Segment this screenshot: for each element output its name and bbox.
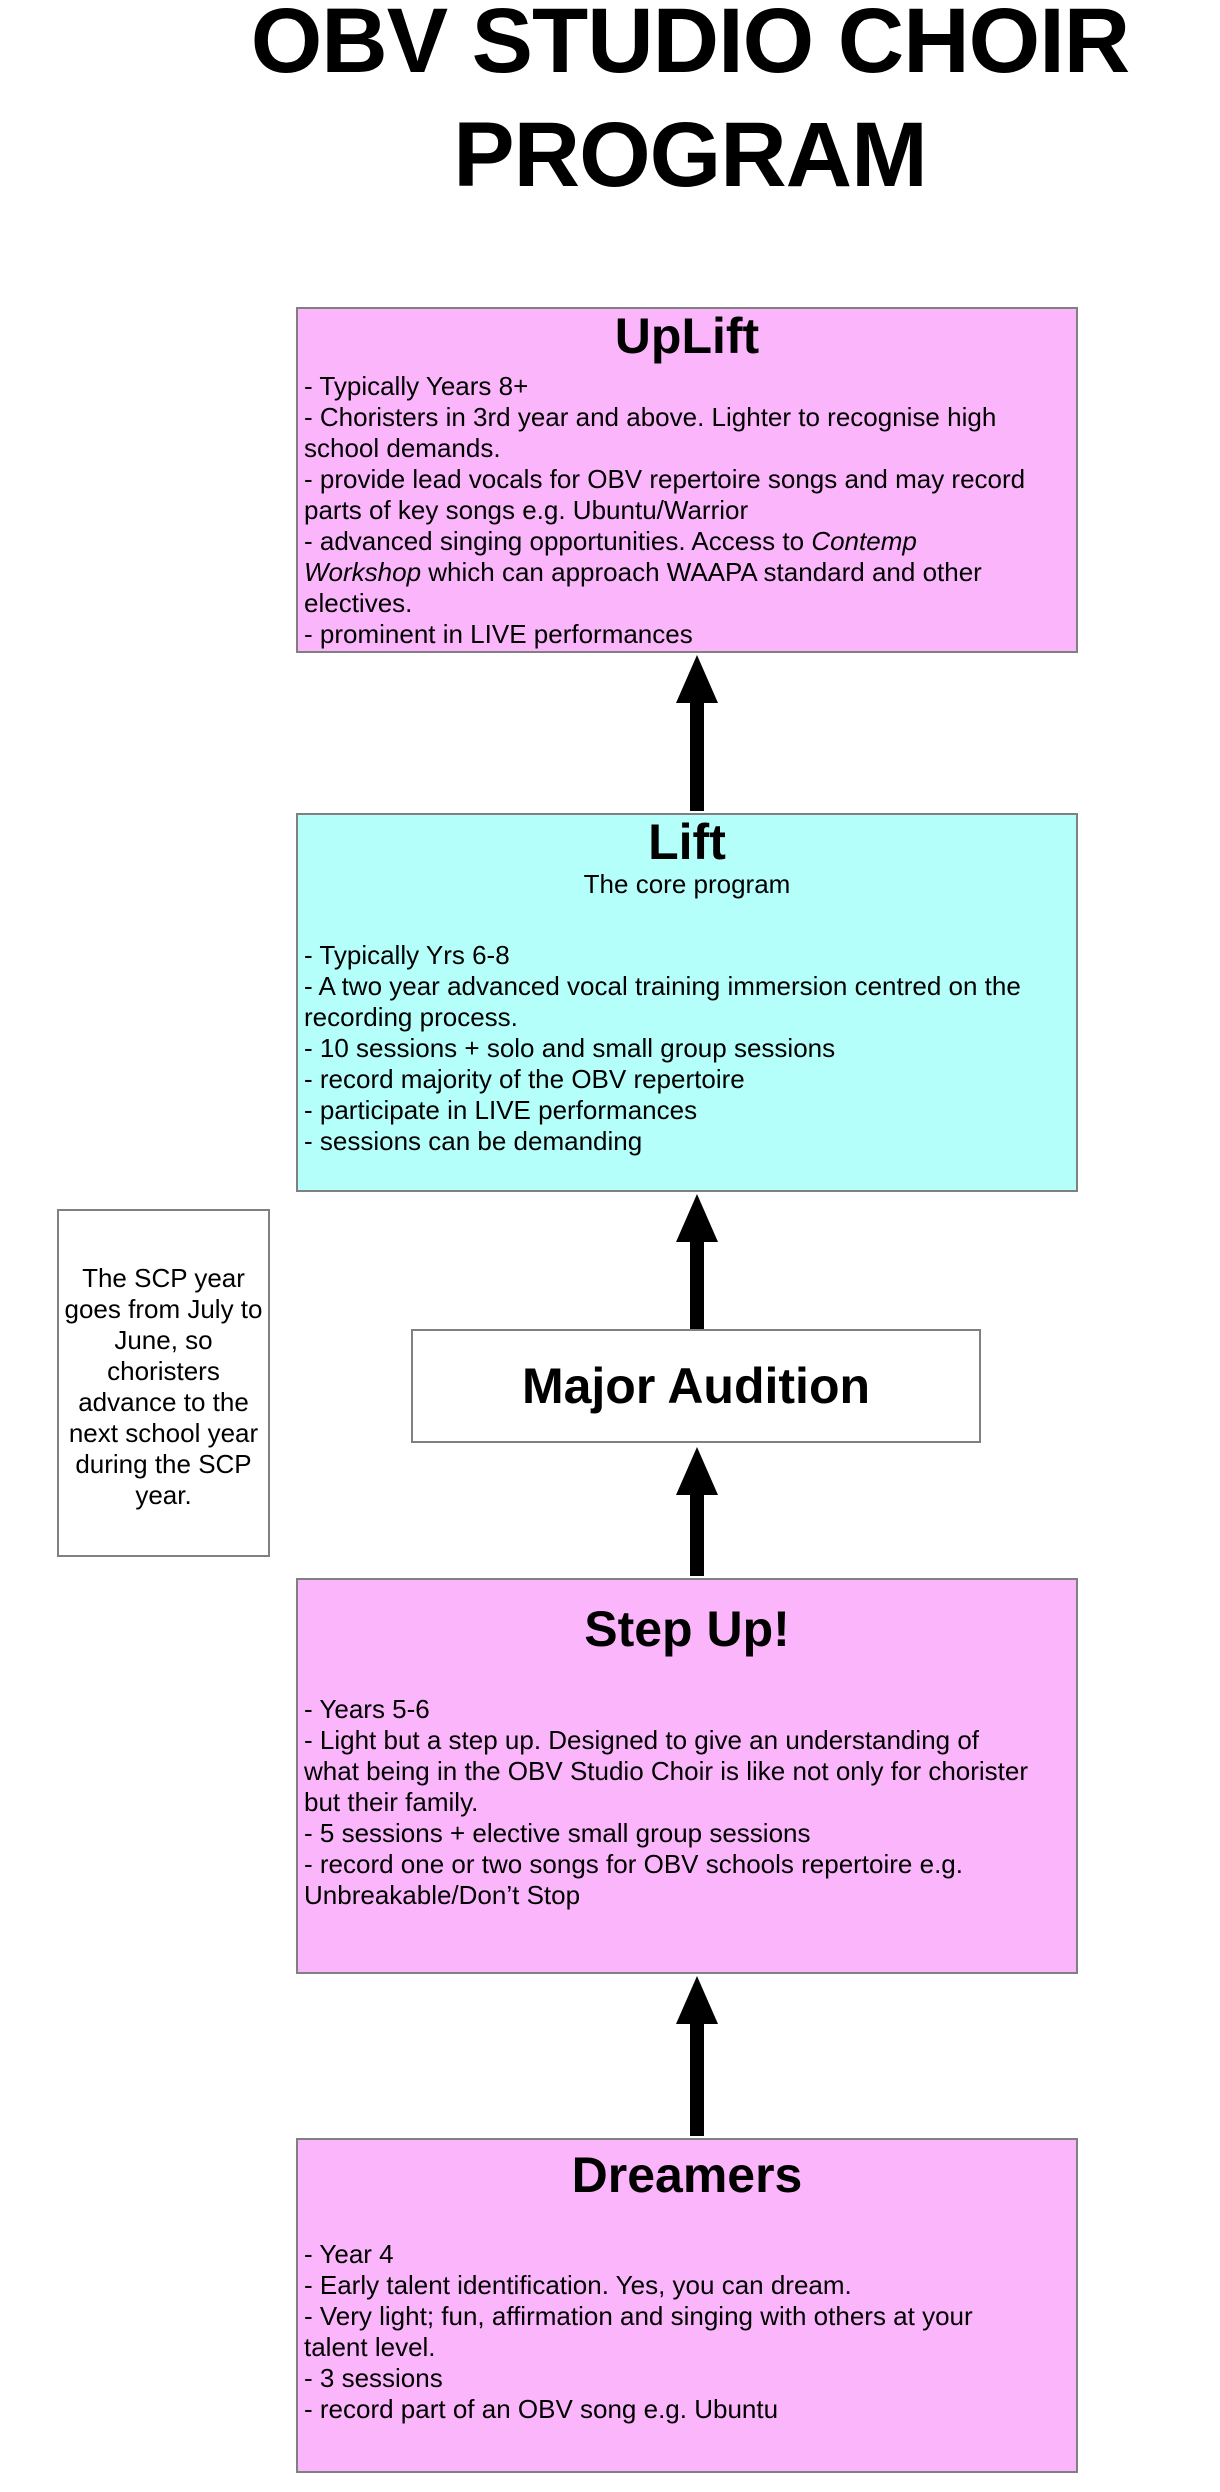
uplift-advanced-italic: Contemp Workshop	[304, 526, 917, 587]
lift-subtitle: The core program	[583, 869, 791, 899]
step-up-box: Step Up! - Years 5-6 - Light but a step …	[296, 1578, 1078, 1974]
uplift-advanced-suffix: which can approach WAAPA standard and ot…	[304, 557, 982, 618]
lift-bullet: - 10 sessions + solo and small group ses…	[304, 1033, 836, 1063]
page-title-line1: OBV STUDIO CHOIR	[250, 0, 1130, 92]
lift-box: Lift The core program - Typically Yrs 6-…	[296, 813, 1078, 1192]
step-up-bullet: - Years 5-6	[304, 1694, 430, 1724]
dreamers-bullet: - Year 4	[304, 2239, 394, 2269]
step-up-bullets: - Years 5-6 - Light but a step up. Desig…	[298, 1694, 1076, 1911]
dreamers-box: Dreamers - Year 4 - Early talent identif…	[296, 2138, 1078, 2473]
uplift-bullet: - provide lead vocals for OBV repertoire…	[304, 464, 1026, 525]
step-up-title: Step Up!	[584, 1601, 790, 1657]
step-up-bullet: - 5 sessions + elective small group sess…	[304, 1818, 811, 1848]
lift-bullet: - record majority of the OBV repertoire	[304, 1064, 745, 1094]
arrow-head	[676, 1447, 718, 1495]
uplift-bullet: - Typically Years 8+	[304, 371, 529, 401]
lift-bullet: - sessions can be demanding	[304, 1126, 643, 1156]
lift-title: Lift	[648, 814, 726, 870]
up-arrow-icon	[676, 1194, 718, 1329]
step-up-bullet: - record one or two songs for OBV school…	[304, 1849, 963, 1910]
uplift-advanced-prefix: - advanced singing opportunities. Access…	[304, 526, 812, 556]
arrow-shaft	[690, 2024, 704, 2136]
dreamers-bullet: - Early talent identification. Yes, you …	[304, 2270, 852, 2300]
uplift-bullet: - prominent in LIVE performances	[304, 619, 693, 649]
lift-bullet: - A two year advanced vocal training imm…	[304, 971, 1021, 1032]
arrow-shaft	[690, 1495, 704, 1576]
dreamers-title: Dreamers	[571, 2147, 803, 2203]
major-audition-box: Major Audition	[411, 1329, 981, 1443]
dreamers-bullet: - 3 sessions	[304, 2363, 443, 2393]
uplift-box: UpLift - Typically Years 8+ - Choristers…	[296, 307, 1078, 653]
major-audition-title: Major Audition	[521, 1358, 871, 1414]
arrow-head	[676, 1976, 718, 2024]
uplift-title: UpLift	[614, 308, 760, 364]
step-up-bullet: - Light but a step up. Designed to give …	[304, 1725, 1029, 1817]
up-arrow-icon	[676, 1976, 718, 2136]
page-title: OBV STUDIO CHOIR PROGRAM	[140, 0, 1220, 212]
lift-bullet: - participate in LIVE performances	[304, 1095, 698, 1125]
dreamers-bullet: - Very light; fun, affirmation and singi…	[304, 2301, 973, 2362]
arrow-shaft	[690, 703, 704, 811]
arrow-shaft	[690, 1242, 704, 1329]
page-title-line2: PROGRAM	[453, 104, 927, 206]
uplift-bullets: - Typically Years 8+ - Choristers in 3rd…	[298, 371, 1076, 650]
up-arrow-icon	[676, 655, 718, 811]
dreamers-bullet: - record part of an OBV song e.g. Ubuntu	[304, 2394, 779, 2424]
arrow-head	[676, 655, 718, 703]
lift-bullets: - Typically Yrs 6-8 - A two year advance…	[298, 940, 1076, 1157]
lift-bullet: - Typically Yrs 6-8	[304, 940, 510, 970]
uplift-bullet-advanced: - advanced singing opportunities. Access…	[304, 526, 1040, 619]
dreamers-bullets: - Year 4 - Early talent identification. …	[298, 2239, 1076, 2425]
scp-year-note: The SCP year goes from July to June, so …	[57, 1209, 270, 1557]
arrow-head	[676, 1194, 718, 1242]
uplift-bullet: - Choristers in 3rd year and above. Ligh…	[304, 402, 997, 463]
up-arrow-icon	[676, 1447, 718, 1576]
